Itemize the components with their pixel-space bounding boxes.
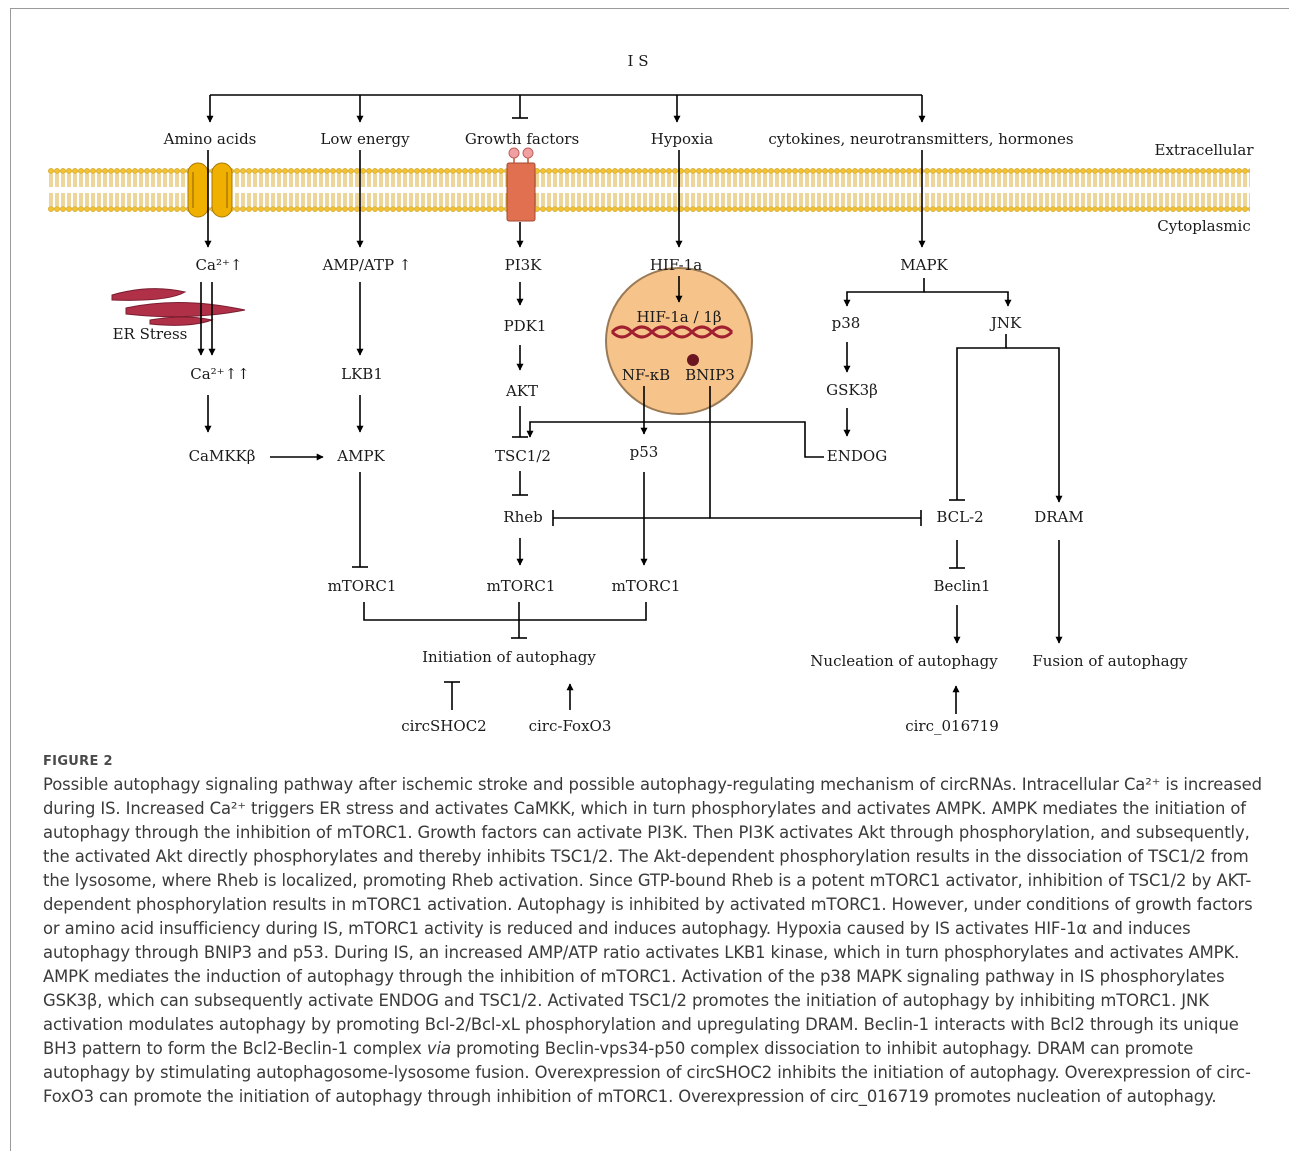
amino-acids-label: Amino acids	[163, 130, 257, 148]
extracellular-label: Extracellular	[1155, 141, 1255, 159]
ca-up2-label: Ca²⁺↑↑	[190, 365, 250, 383]
jnk-label: JNK	[989, 314, 1022, 332]
mtorc1-b-label: mTORC1	[487, 577, 556, 595]
pi3k-label: PI3K	[505, 256, 543, 274]
growth-factors-label: Growth factors	[465, 130, 579, 148]
tsc12-label: TSC1/2	[495, 447, 551, 465]
caption-text-part1: Possible autophagy signaling pathway aft…	[43, 775, 1262, 1058]
endoplasmic-reticulum-icon	[111, 288, 246, 326]
caption-italic: via	[426, 1039, 451, 1058]
mtorc1-c-label: mTORC1	[612, 577, 681, 595]
akt-label: AKT	[505, 382, 538, 400]
dram-label: DRAM	[1034, 508, 1084, 526]
bcl2-label: BCL-2	[936, 508, 983, 526]
hif1a-1b-label: HIF-1a / 1β	[636, 308, 721, 326]
p53-label: p53	[630, 443, 659, 461]
figure-frame	[10, 8, 1289, 1151]
figure-caption: FIGURE 2 Possible autophagy signaling pa…	[43, 754, 1268, 1109]
amino-acid-channel-icon	[187, 162, 233, 218]
circ016719-label: circ_016719	[905, 717, 999, 735]
rheb-label: Rheb	[503, 508, 542, 526]
caption-text-part2: promoting Beclin-vps34-p50 complex disso…	[43, 1039, 1251, 1106]
mapk-label: MAPK	[900, 256, 948, 274]
caption-text: Possible autophagy signaling pathway aft…	[43, 773, 1268, 1109]
is-label: I S	[628, 52, 649, 70]
autophagy-pathway-diagram: I S Amino acids Low energy Growth factor…	[48, 52, 1255, 735]
p38-label: p38	[832, 314, 861, 332]
circfoxo3-label: circ-FoxO3	[529, 717, 612, 735]
mtorc1-a-label: mTORC1	[328, 577, 397, 595]
camkkb-label: CaMKKβ	[189, 447, 256, 465]
ca-label: Ca²⁺↑	[196, 256, 243, 274]
initiation-label: Initiation of autophagy	[422, 648, 596, 666]
cytokines-label: cytokines, neurotransmitters, hormones	[768, 130, 1073, 148]
fusion-label: Fusion of autophagy	[1032, 652, 1188, 670]
nucleus-icon	[605, 267, 753, 415]
beclin1-label: Beclin1	[933, 577, 990, 595]
er-stress-label: ER Stress	[113, 325, 188, 343]
figure-label: FIGURE 2	[43, 754, 113, 769]
lkb1-label: LKB1	[341, 365, 383, 383]
cell-membrane	[48, 167, 1250, 213]
bnip3-label: BNIP3	[685, 366, 735, 384]
hif1a-label: HIF-1a	[650, 256, 702, 274]
endog-label: ENDOG	[827, 447, 887, 465]
circshoc2-label: circSHOC2	[401, 717, 486, 735]
nucleation-label: Nucleation of autophagy	[810, 652, 998, 670]
nfkb-label: NF-κB	[622, 366, 670, 384]
gsk3b-label: GSK3β	[826, 381, 878, 399]
low-energy-label: Low energy	[320, 130, 410, 148]
cytoplasmic-label: Cytoplasmic	[1157, 217, 1250, 235]
pdk1-label: PDK1	[504, 317, 547, 335]
hypoxia-label: Hypoxia	[651, 130, 713, 148]
growth-factor-receptor-icon	[506, 147, 536, 222]
ampk-label: AMPK	[336, 447, 385, 465]
amp-atp-label: AMP/ATP ↑	[322, 256, 412, 274]
